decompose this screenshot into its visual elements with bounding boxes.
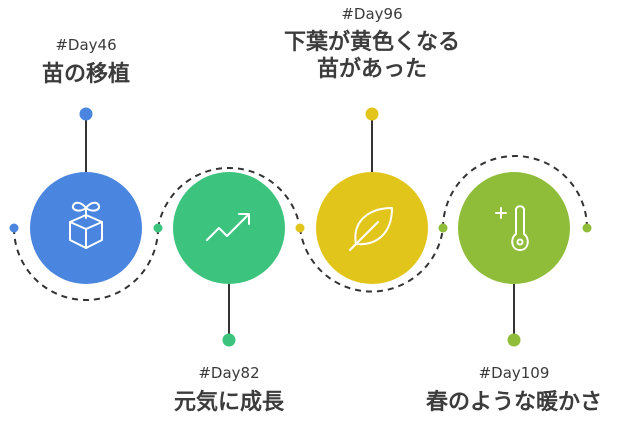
milestone-label-3: #Day96 下葉が黄色くなる 苗があった: [262, 5, 482, 83]
milestone-circle-2: [173, 172, 285, 284]
milestone-title: 元気に成長: [173, 390, 284, 415]
trend-up-icon: [206, 213, 250, 241]
junction-dot-2: [295, 223, 305, 233]
junction-dot-start: [9, 223, 19, 233]
junction-dot-end: [582, 223, 592, 233]
junction-dot-1: [153, 223, 163, 233]
milestone-label-1: #Day46 苗の移植: [26, 36, 146, 88]
day-label: #Day109: [478, 364, 550, 382]
day-label: #Day82: [198, 364, 260, 382]
thermometer-plus-icon: [495, 205, 529, 251]
connector-arc-4: [442, 155, 588, 229]
stem-dot-3: [365, 107, 379, 121]
day-label: #Day46: [55, 36, 117, 54]
milestone-label-4: #Day109 春のような暖かさ: [405, 364, 623, 416]
milestone-circle-4: [458, 172, 570, 284]
milestone-title: 春のような暖かさ: [425, 390, 602, 415]
connector-arc-1: [13, 227, 159, 301]
leaf-icon: [349, 207, 393, 251]
milestone-title-line-2: 苗があった: [316, 57, 427, 82]
stem-dot-4: [507, 333, 521, 347]
stem-dot-1: [79, 107, 93, 121]
milestone-label-2: #Day82 元気に成長: [149, 364, 309, 416]
day-label: #Day96: [341, 5, 403, 23]
connector-arc-3: [299, 227, 444, 293]
junction-dot-3: [438, 223, 448, 233]
sprout-box-icon: [69, 201, 103, 249]
stem-dot-2: [222, 333, 236, 347]
milestone-title: 苗の移植: [41, 62, 130, 87]
milestone-title-line-1: 下葉が黄色くなる: [283, 30, 460, 55]
connector-arc-2: [157, 167, 301, 229]
